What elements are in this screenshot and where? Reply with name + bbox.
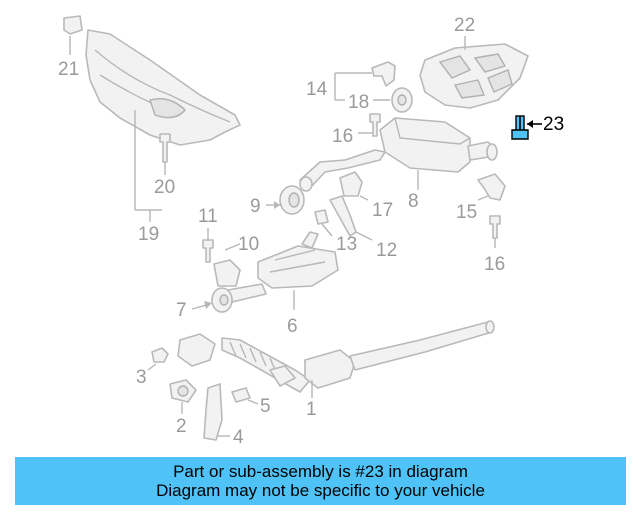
callout-3: 3 [136, 367, 147, 388]
callout-11: 11 [198, 206, 218, 227]
part-9-clamp: 9 [250, 185, 305, 217]
part-16-bolt-upper: 16 [332, 113, 381, 147]
part-4-bracket: 4 [203, 383, 244, 448]
callout-16-upper: 16 [332, 126, 353, 147]
callout-19: 19 [138, 224, 159, 245]
callout-9: 9 [250, 196, 261, 217]
part-7-clamp: 7 [176, 287, 233, 321]
callout-20: 20 [154, 177, 175, 198]
part-14-bracket: 14 [306, 61, 396, 101]
part-21-clip: 21 [58, 15, 83, 80]
part-8-rear-muffler: 8 [299, 117, 498, 212]
callout-16-lower: 16 [484, 254, 505, 275]
part-10-hanger: 10 [213, 234, 259, 287]
part-6-center-muffler: 6 [227, 231, 339, 337]
callout-10: 10 [238, 234, 259, 255]
callout-14: 14 [306, 79, 328, 100]
part-16-bolt-lower: 16 [484, 215, 505, 275]
callout-15: 15 [456, 202, 477, 223]
callout-5: 5 [260, 396, 271, 417]
callout-6: 6 [287, 316, 298, 337]
callout-12: 12 [376, 240, 397, 261]
part-11-bolt: 11 [198, 206, 218, 263]
banner-line-1: Part or sub-assembly is #23 in diagram [173, 462, 468, 481]
callout-2: 2 [176, 416, 187, 437]
part-12-bracket: 12 [329, 195, 397, 261]
callout-17: 17 [372, 200, 393, 221]
callout-18: 18 [348, 92, 369, 113]
part-13-bolt: 13 [314, 209, 357, 255]
part-3-nut: 3 [136, 347, 169, 388]
part-17-hanger: 17 [339, 171, 393, 221]
part-23-bolt: 23 [511, 114, 564, 140]
callout-8: 8 [408, 191, 419, 212]
callout-7: 7 [176, 300, 187, 321]
part-1-front-pipe: 1 [177, 320, 495, 420]
part-15-bracket: 15 [456, 173, 506, 223]
part-20-bolt: 20 [154, 133, 175, 198]
part-2-gasket: 2 [169, 379, 197, 437]
part-5-bolt: 5 [231, 387, 271, 417]
callout-1: 1 [306, 399, 317, 420]
callout-13: 13 [336, 234, 357, 255]
info-banner: Part or sub-assembly is #23 in diagram D… [15, 457, 626, 505]
part-19-heat-shield: 19 [85, 29, 241, 245]
exhaust-diagram: 21 19 20 22 23 [58, 15, 564, 448]
part-22-heat-shield: 22 [419, 15, 529, 109]
callout-4: 4 [233, 427, 244, 448]
part-18-hanger: 18 [348, 87, 413, 113]
callout-22: 22 [454, 15, 475, 36]
callout-21: 21 [58, 59, 79, 80]
banner-line-2: Diagram may not be specific to your vehi… [156, 481, 485, 500]
callout-23: 23 [543, 114, 564, 135]
